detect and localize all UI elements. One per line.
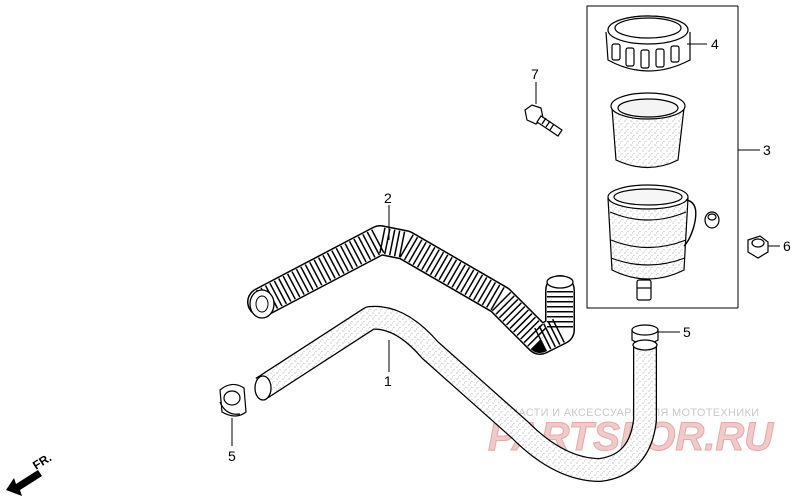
nut	[747, 235, 769, 259]
front-direction-label: FR.	[30, 450, 54, 472]
callout-4: 4	[711, 36, 719, 52]
hose-clip-lower	[219, 383, 247, 417]
reservoir-grommet	[704, 211, 720, 229]
plain-hose	[254, 305, 658, 482]
corrugated-hose	[247, 225, 575, 355]
front-direction-arrow: FR.	[6, 450, 54, 496]
reservoir-assembly-bracket	[586, 5, 739, 309]
reservoir-body	[607, 184, 697, 301]
callout-1: 1	[384, 373, 392, 389]
leader-lines	[231, 43, 780, 446]
callout-5-upper: 5	[683, 324, 691, 340]
callout-3: 3	[763, 142, 771, 158]
reservoir-cap	[605, 15, 691, 72]
callout-7: 7	[531, 66, 539, 82]
bolt	[524, 104, 563, 137]
reservoir-diaphragm	[610, 92, 686, 169]
watermark-tagline: ЗАПЧАСТИ И АКСЕССУАРЫ ДЛЯ МОТОТЕХНИКИ	[488, 407, 759, 419]
callout-6: 6	[783, 238, 791, 254]
callout-5-lower: 5	[228, 448, 236, 464]
callout-2: 2	[384, 190, 392, 206]
hose-clip-upper	[631, 324, 659, 345]
